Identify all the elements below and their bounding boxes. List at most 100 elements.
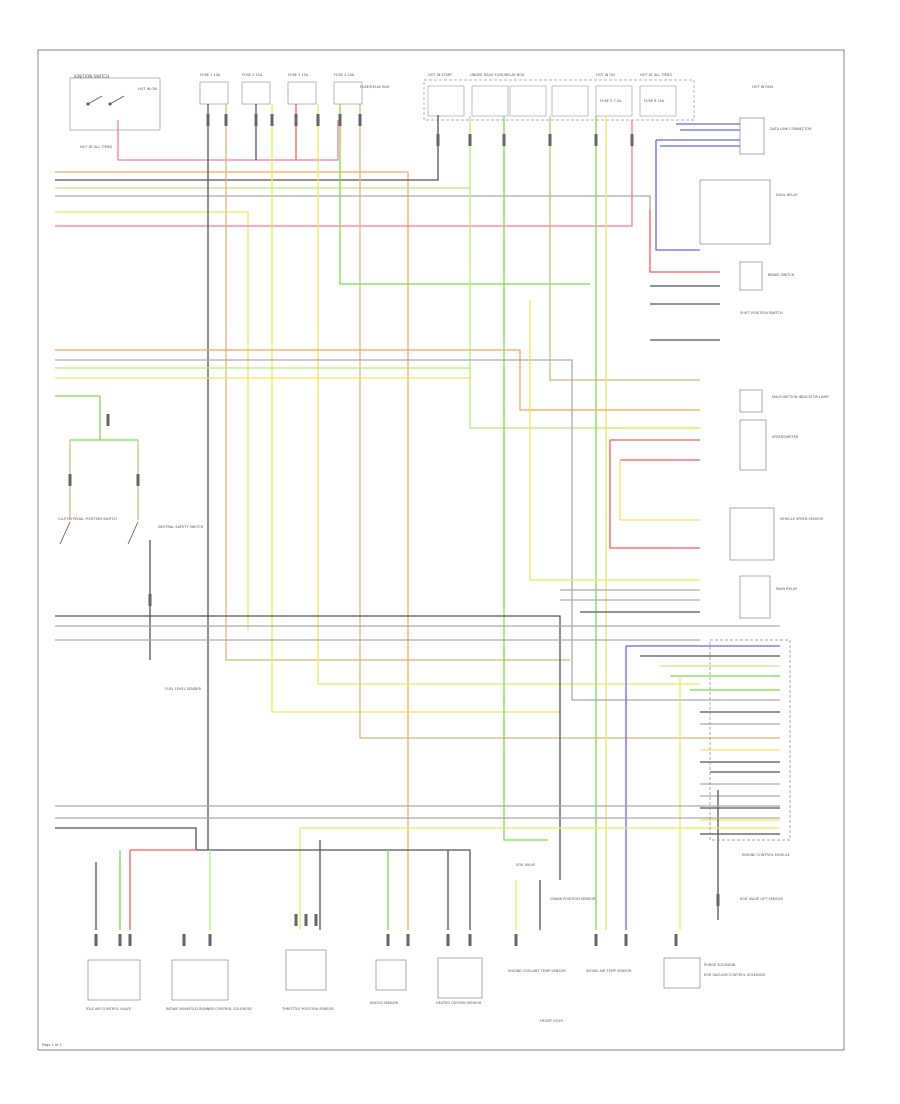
main-relay-label: MAIN RELAY (776, 587, 798, 591)
connector-pin (594, 134, 598, 146)
shift-switch-label: SHIFT POSITION SWITCH (740, 311, 783, 315)
front-ho2s-label: FRONT HO2S (540, 1019, 564, 1023)
connector-pin (68, 474, 72, 486)
connector-pin (358, 114, 362, 126)
egr-valve-label: EGR VALVE (516, 863, 535, 867)
egr-lift-label: EGR VALVE LIFT SENSOR (740, 897, 784, 901)
knock-sensor-label: KNOCK SENSOR (370, 1001, 399, 1005)
malfunction-indicator-lamp: MALFUNCTION INDICATOR LAMP (739, 389, 829, 413)
connector-pin (182, 934, 186, 946)
connector-pin (208, 934, 212, 946)
connector-pin (148, 594, 152, 606)
purge-solenoid: PURGE SOLENOID (663, 957, 736, 989)
brake-switch: BRAKE SWITCH (739, 261, 795, 291)
idle-air-control-valve: IDLE AIR CONTROL VALVE (86, 959, 141, 1011)
connector-pin (406, 934, 410, 946)
page-number: Page 1 of 1 (42, 1043, 62, 1047)
tps-label: THROTTLE POSITION SENSOR (281, 1007, 334, 1011)
intake-manifold-runner-solenoid: INTAKE MANIFOLD RUNNER CONTROL SOLENOID (166, 959, 252, 1011)
engine-coolant-temp-sensor: ENGINE COOLANT TEMP SENSOR (508, 969, 566, 973)
brake-switch-label: BRAKE SWITCH (768, 273, 795, 277)
iat-label: INTAKE AIR TEMP SENSOR (586, 969, 632, 973)
connector-pin (106, 414, 110, 426)
data-link-connector: DATA LINK CONNECTOR (739, 117, 812, 155)
fuse-4-label: FUSE 4 10A (334, 73, 355, 77)
connector-pin (128, 934, 132, 946)
sub-labels: EGR VALVE CRANK POSITION SENSOR FRONT HO… (516, 863, 784, 1023)
connector-pin (314, 914, 318, 926)
connector-pin (386, 934, 390, 946)
fuse-3-label: FUSE 3 15A (288, 73, 309, 77)
dual-relay-label: DUAL RELAY (776, 193, 799, 197)
connector-pin (468, 134, 472, 146)
neutral-switch-label: NEUTRAL SAFETY SWITCH (158, 525, 204, 529)
hot-in-start-label: HOT IN START (428, 73, 453, 77)
ckp-label: CRANK POSITION SENSOR (550, 897, 596, 901)
connector-pin (514, 934, 518, 946)
dual-relay: DUAL RELAY (699, 179, 799, 245)
ignition-switch: IGNITION SWITCH HOT IN ON HOT AT ALL TIM… (69, 74, 161, 149)
intake-air-temp-sensor: INTAKE AIR TEMP SENSOR (586, 969, 632, 973)
connector-pin (436, 134, 440, 146)
main-relay: MAIN RELAY (739, 575, 798, 619)
vss-label: VEHICLE SPEED SENSOR (780, 517, 824, 521)
hot-at-all-times-label-2: HOT AT ALL TIMES (640, 73, 673, 77)
heated-oxygen-sensor: HEATED OXYGEN SENSOR (436, 957, 483, 1005)
connector-pin (294, 914, 298, 926)
neutral-safety-switch: NEUTRAL SAFETY SWITCH (127, 521, 204, 545)
imrc-label: INTAKE MANIFOLD RUNNER CONTROL SOLENOID (166, 1007, 252, 1011)
fuse-box-right-tag: HOT IN RUN (752, 85, 773, 89)
connector-pin (338, 114, 342, 126)
throttle-position-sensor: THROTTLE POSITION SENSOR (281, 949, 334, 1011)
hot-in-on-label-2: HOT IN ON (596, 73, 615, 77)
connector-pin (502, 134, 506, 146)
under-dash-label: UNDER DASH FUSE/RELAY BOX (470, 73, 525, 77)
connector-pin (136, 474, 140, 486)
connector-pin (224, 114, 228, 126)
wire-network (55, 104, 780, 930)
connector-pin (304, 914, 308, 926)
connector-pin (270, 114, 274, 126)
connector-pin (118, 934, 122, 946)
fuse-relay-box-label: FUSE/RELAY BOX (360, 85, 390, 89)
connector-pin (316, 114, 320, 126)
connector-pin (716, 894, 720, 906)
connector-pin (206, 114, 210, 126)
connector-pin (674, 934, 678, 946)
speedometer: SPEEDOMETER (739, 419, 799, 471)
fuse-group-left: FUSE 1 10A FUSE 2 15A FUSE 3 15A FUSE 4 … (199, 73, 390, 105)
knock-sensor: KNOCK SENSOR (370, 959, 407, 1005)
connector-pin (624, 934, 628, 946)
engine-control-module: ENGINE CONTROL MODULE (709, 639, 791, 857)
mil-label: MALFUNCTION INDICATOR LAMP (772, 395, 829, 399)
shift-position-switch: SHIFT POSITION SWITCH (740, 311, 783, 315)
fuse-2-label: FUSE 2 15A (242, 73, 263, 77)
egr-vac-label: EGR VACUUM CONTROL SOLENOID (704, 973, 765, 977)
egr-vacuum-solenoid: EGR VACUUM CONTROL SOLENOID (704, 973, 765, 977)
connector-pin (94, 934, 98, 946)
fuse-5-label: FUSE 5 7.5A (600, 99, 622, 103)
fuel-sender-label: FUEL LEVEL SENDER (165, 687, 202, 691)
ecm-label: ENGINE CONTROL MODULE (742, 853, 790, 857)
speedometer-label: SPEEDOMETER (772, 435, 799, 439)
hot-in-on-label: HOT IN ON (138, 87, 157, 91)
fuel-level-sender: FUEL LEVEL SENDER (165, 687, 202, 691)
hot-in-run-label: HOT IN RUN (752, 85, 773, 89)
fuse-6-label: FUSE 6 15A (644, 99, 665, 103)
connector-pin (254, 114, 258, 126)
clutch-pedal-position-switch: CLUTCH PEDAL POSITION SWITCH (58, 517, 117, 545)
connector-pin (630, 134, 634, 146)
vehicle-speed-sensor: VEHICLE SPEED SENSOR (729, 507, 824, 561)
fuse-1-label: FUSE 1 10A (200, 73, 221, 77)
connector-pin (294, 114, 298, 126)
ho2s-label: HEATED OXYGEN SENSOR (436, 1001, 482, 1005)
dlc-label: DATA LINK CONNECTOR (770, 127, 812, 131)
diagram-border (37, 49, 845, 1051)
connector-pin (594, 934, 598, 946)
under-dash-fuse-box: UNDER DASH FUSE/RELAY BOX HOT IN START H… (423, 73, 695, 121)
purge-label: PURGE SOLENOID (704, 963, 736, 967)
hot-at-all-times-label: HOT AT ALL TIMES (80, 145, 113, 149)
ect-label: ENGINE COOLANT TEMP SENSOR (508, 969, 566, 973)
